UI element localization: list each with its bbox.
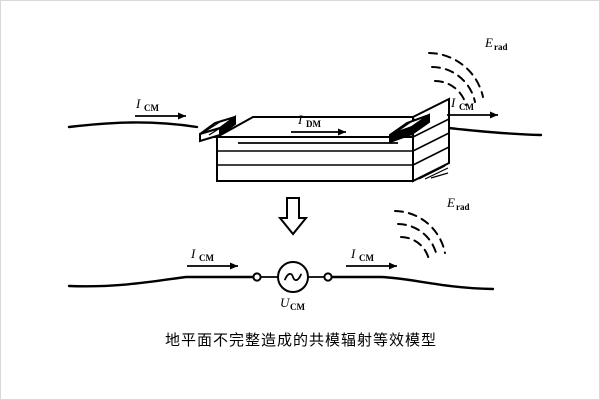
arrow-icm-left-top (135, 112, 186, 120)
cable-left-bottom (67, 275, 255, 288)
ac-voltage-source-icon (277, 261, 309, 293)
hollow-down-arrow-icon (277, 197, 309, 236)
connector-left (199, 115, 236, 143)
label-icm-left-top-symbol: I (135, 96, 141, 111)
pcb-layer-line-1-side (412, 132, 450, 152)
arrow-icm-right-bottom (346, 262, 397, 270)
label-icm-left-top-subscript: CM (144, 103, 159, 113)
pcb-layer-line-2-side (412, 146, 450, 166)
pcb-layer-line-0-side (412, 118, 450, 138)
terminal-node-left (252, 272, 262, 282)
label-erad-bottom-subscript: rad (456, 202, 470, 212)
label-erad-bottom-symbol: E (446, 195, 455, 210)
figure-caption: 地平面不完整造成的共模辐射等效模型 (164, 331, 437, 349)
arrow-icm-left-bottom (187, 262, 238, 270)
label-erad-top-symbol: E (484, 35, 493, 50)
pcb-side-hatching (418, 165, 449, 180)
label-icm-left-bottom-subscript: CM (199, 253, 214, 263)
label-icm-right-bottom-subscript: CM (359, 253, 374, 263)
terminal-node-right (323, 272, 333, 282)
cable-right-bottom (329, 275, 495, 291)
pcb-front-face (216, 136, 414, 182)
pcb-right-face (412, 97, 450, 183)
radiation-arcs-bottom (394, 210, 446, 261)
connector-right (389, 113, 430, 144)
label-ucm-subscript: CM (290, 302, 305, 312)
label-idm-symbol: I (297, 112, 303, 127)
label-icm-left-bottom-symbol: I (190, 246, 196, 261)
label-icm-right-top-symbol: I (450, 95, 456, 110)
radiation-arcs-top (428, 52, 484, 106)
label-icm-right-top-subscript: CM (459, 102, 474, 112)
cable-left-top (67, 121, 199, 129)
arrow-icm-right-top (447, 111, 498, 119)
label-icm-right-bottom-symbol: I (350, 246, 356, 261)
label-erad-top-subscript: rad (494, 42, 508, 52)
label-idm-subscript: DM (306, 119, 321, 129)
arrow-idm (291, 128, 346, 136)
label-ucm-symbol: U (280, 295, 291, 310)
